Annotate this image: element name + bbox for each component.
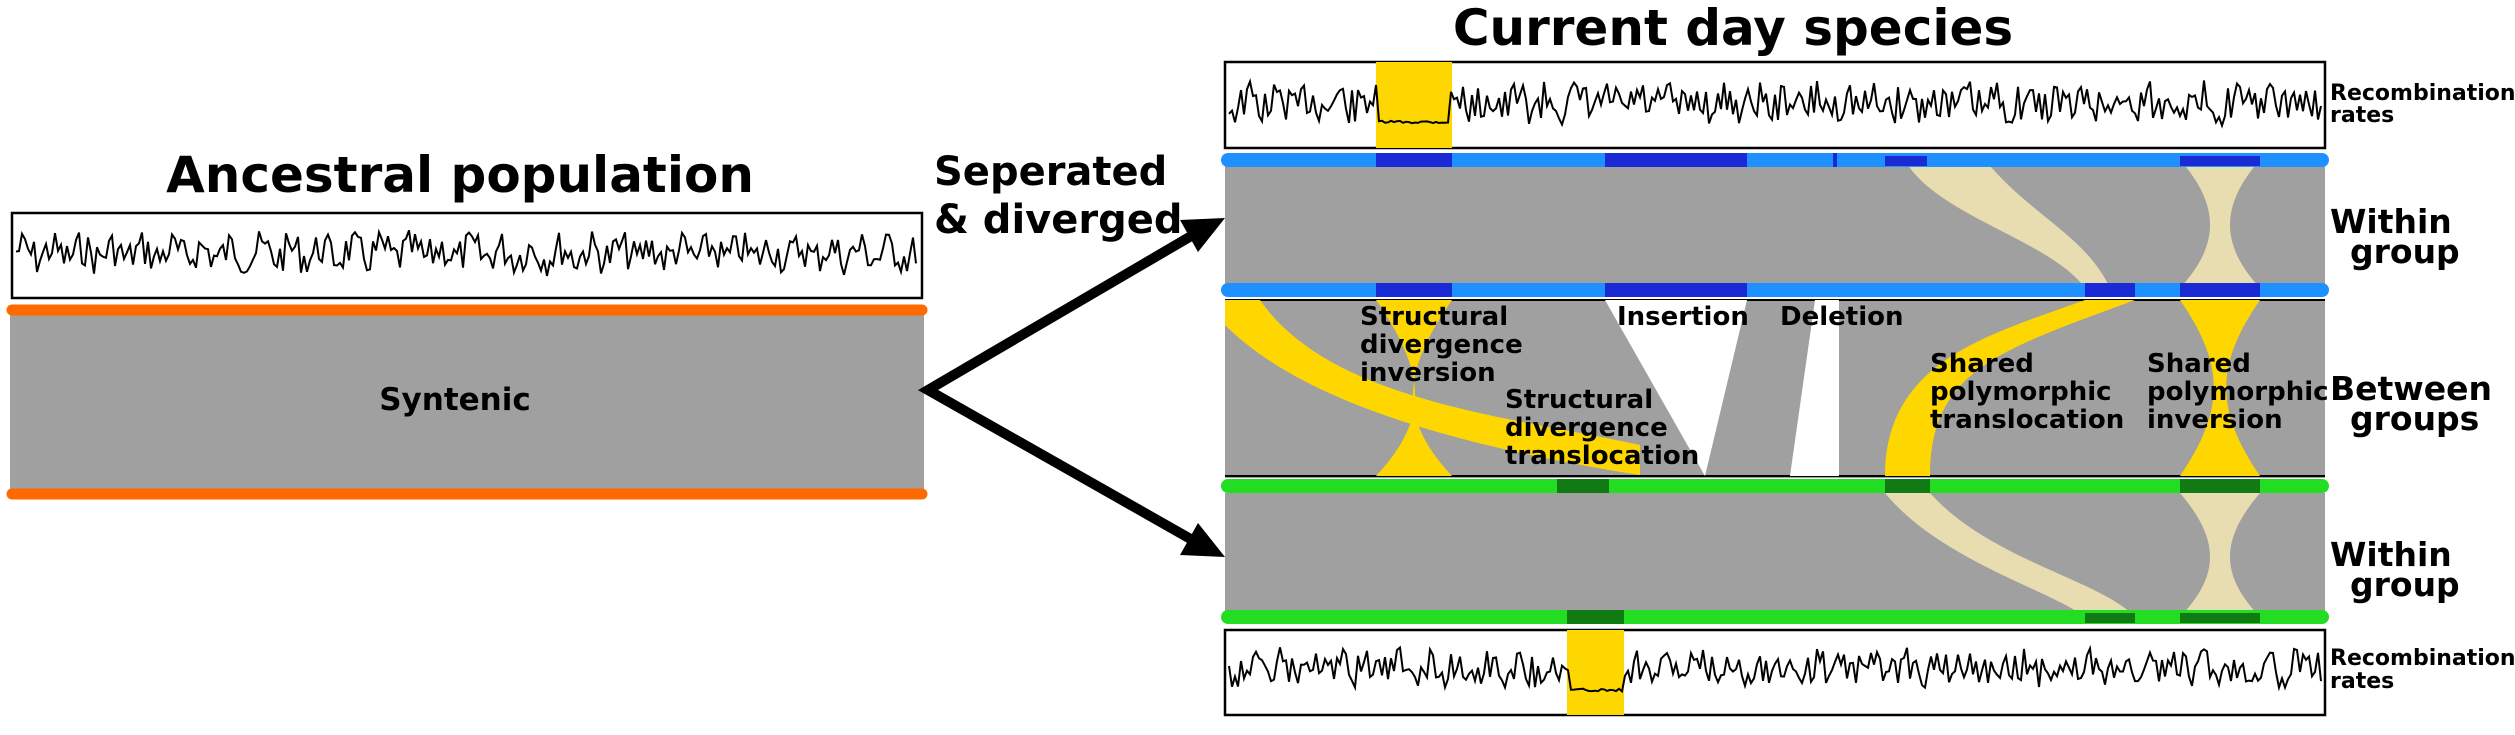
group2a-feature-2 (1885, 479, 1930, 493)
shared-inversion-line1: Shared (2147, 349, 2251, 379)
within-group-top-syntenic (1225, 160, 2325, 288)
between-label-line2: groups (2350, 399, 2479, 438)
group1b-feature-1 (1376, 283, 1452, 297)
divergence-arrows (917, 220, 1213, 555)
group2a-feature-3 (2180, 479, 2260, 493)
within-bottom-shared-translocation (1885, 493, 2135, 617)
structural-divergence-inversion-band (1376, 300, 1452, 476)
group2b-feature-3 (2180, 613, 2260, 623)
shared-polymorphic-inversion-band (2180, 300, 2260, 476)
insertion-label: Insertion (1617, 302, 1749, 332)
diverged-label: & diverged (934, 197, 1182, 243)
group1b-feature-3 (2085, 283, 2135, 297)
syntenic-label: Syntenic (379, 382, 531, 418)
deletion-gap (1790, 300, 1835, 476)
top-recombination-trace (1228, 77, 2322, 129)
shared-translocation-line1: Shared (1930, 349, 2034, 379)
between-label-line1: Between (2330, 369, 2492, 408)
within-top-label-line2: group (2350, 232, 2460, 271)
sd-translocation-line2: divergence (1505, 413, 1668, 443)
group1b-feature-2 (1605, 283, 1747, 297)
group2a-feature-1 (1557, 479, 1609, 493)
bottom-recombination-coldspot (1567, 630, 1624, 715)
recomb-bottom-label-line2: rates (2330, 669, 2394, 694)
within-bottom-label-line1: Within (2330, 535, 2452, 574)
bottom-recombination-box (1223, 628, 2327, 717)
sd-inversion-line1: Structural (1360, 302, 1508, 332)
group1a-feature-2 (1605, 153, 1747, 167)
top-recombination-coldspot (1376, 62, 1452, 148)
ancestral-syntenic-region (10, 310, 924, 493)
insertion-gap (1605, 300, 1747, 476)
group2b-feature-1 (1567, 610, 1624, 624)
group1a-feature-4 (1885, 156, 1927, 166)
shared-translocation-line3: translocation (1930, 405, 2124, 435)
ancestral-recombination-box (10, 211, 924, 300)
sd-inversion-line2: divergence (1360, 330, 1523, 360)
group1a-feature-1 (1376, 153, 1452, 167)
group1a-feature-5 (2180, 156, 2260, 166)
shared-translocation-line2: polymorphic (1930, 377, 2112, 407)
shared-inversion-line3: inversion (2147, 405, 2283, 435)
recomb-top-label-line1: Recombination (2330, 81, 2515, 106)
sd-inversion-line3: inversion (1360, 358, 1496, 388)
group2b-feature-2 (2085, 613, 2135, 623)
within-bottom-shared-inversion (2180, 493, 2260, 617)
deletion-divider (1835, 300, 1839, 476)
group1a-feature-3 (1833, 153, 1837, 167)
shared-polymorphic-translocation-band (1885, 300, 2135, 476)
within-bottom-label-line2: group (2350, 565, 2460, 604)
shared-inversion-line2: polymorphic (2147, 377, 2329, 407)
current-title: Current day species (1453, 0, 2013, 57)
recomb-top-label-line2: rates (2330, 103, 2394, 128)
group1b-feature-4 (2180, 283, 2260, 297)
recomb-bottom-label-line1: Recombination (2330, 646, 2515, 671)
bottom-recombination-trace (1228, 644, 2322, 694)
separated-label: Seperated (934, 149, 1167, 195)
ancestral-title: Ancestral population (166, 146, 754, 204)
structural-divergence-translocation-band (1225, 300, 1640, 475)
within-group-bottom-syntenic (1225, 493, 2325, 617)
arrowhead-up (1180, 218, 1225, 252)
ancestral-recombination-trace (15, 228, 917, 277)
within-top-shared-translocation (1905, 160, 2110, 288)
deletion-label: Deletion (1780, 302, 1903, 332)
within-top-label-line1: Within (2330, 202, 2452, 241)
arrowhead-down (1180, 523, 1225, 557)
within-top-shared-inversion (2180, 160, 2260, 288)
sd-translocation-line3: translocation (1505, 441, 1699, 471)
sd-translocation-line1: Structural (1505, 385, 1653, 415)
